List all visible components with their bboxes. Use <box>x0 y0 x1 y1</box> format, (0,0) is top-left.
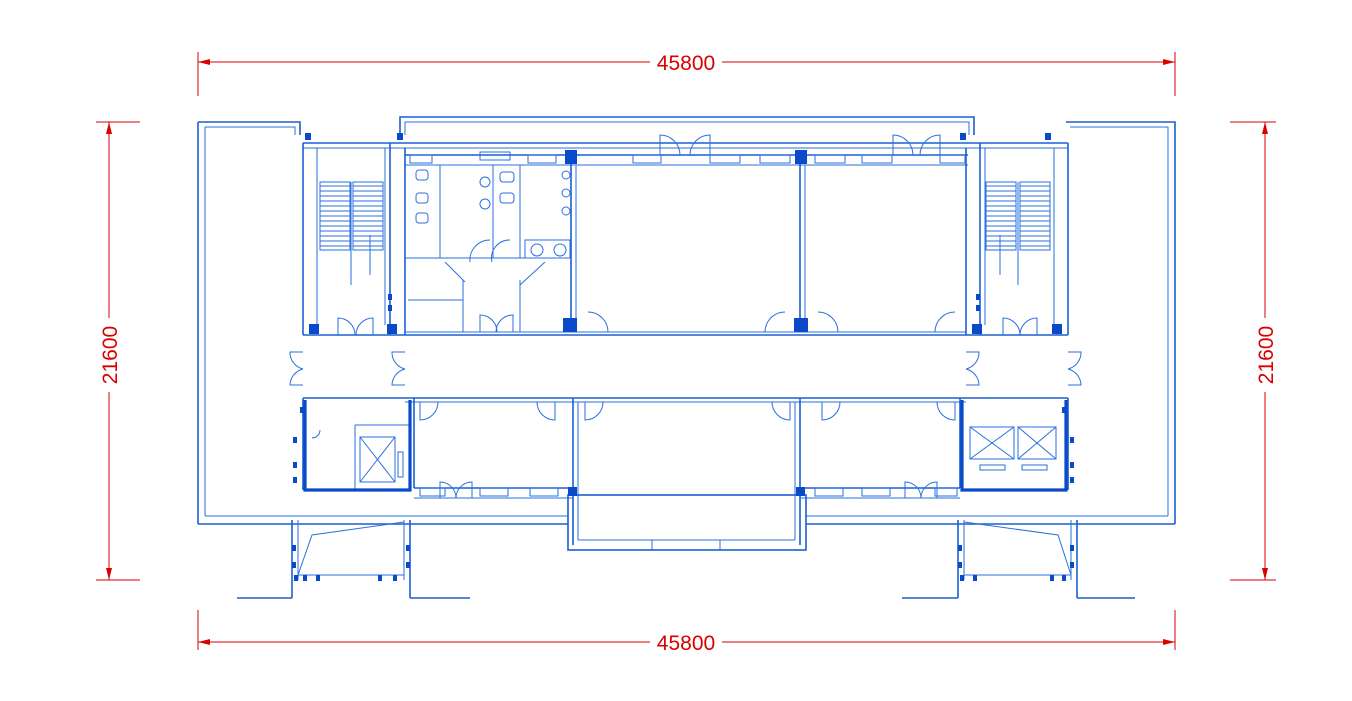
column-marker <box>1070 437 1074 443</box>
column-marker <box>393 575 397 581</box>
bottom-dimension-label: 45800 <box>657 632 715 655</box>
column-marker <box>303 575 307 581</box>
column-marker <box>1070 562 1074 568</box>
column-marker <box>958 545 962 551</box>
column-marker <box>1062 575 1066 581</box>
dimension-top: 45800 <box>197 52 1176 96</box>
column-marker <box>406 545 410 551</box>
top-dimension-label: 45800 <box>657 52 715 75</box>
column-marker <box>973 575 977 581</box>
column-marker <box>388 294 392 300</box>
column-marker <box>1062 407 1066 413</box>
right-dimension-label: 21600 <box>1255 326 1278 384</box>
column-marker <box>388 305 392 311</box>
doors <box>289 134 1082 499</box>
column-marker <box>293 477 297 483</box>
column-marker <box>958 562 962 568</box>
column-marker <box>300 407 304 413</box>
column-marker <box>976 305 980 311</box>
column-marker <box>294 575 298 581</box>
dimension-right: 21600 <box>1230 121 1278 581</box>
stairs-right <box>985 181 1051 285</box>
porch-right <box>902 520 1135 599</box>
column-marker <box>292 545 296 551</box>
main-walls <box>302 142 1069 551</box>
porch-left <box>237 520 470 599</box>
building-outline <box>197 116 1176 525</box>
heavy-walls <box>303 400 1068 492</box>
stairs-left <box>319 181 384 285</box>
toilet-fixtures <box>415 169 571 257</box>
column-marker <box>406 562 410 568</box>
column-marker <box>976 294 980 300</box>
column-marker <box>293 462 297 468</box>
windows <box>409 151 966 497</box>
column-marker <box>960 575 964 581</box>
column-marker <box>1070 462 1074 468</box>
column-marker <box>293 437 297 443</box>
dimension-left: 21600 <box>96 121 140 581</box>
dimension-bottom: 45800 <box>197 610 1176 655</box>
column-markers <box>292 294 1074 581</box>
column-marker <box>1050 575 1054 581</box>
column-marker <box>1070 545 1074 551</box>
column-marker <box>292 562 296 568</box>
left-dimension-label: 21600 <box>99 326 122 384</box>
columns <box>305 133 1062 496</box>
column-marker <box>378 575 382 581</box>
column-marker <box>316 575 320 581</box>
column-marker <box>1070 477 1074 483</box>
